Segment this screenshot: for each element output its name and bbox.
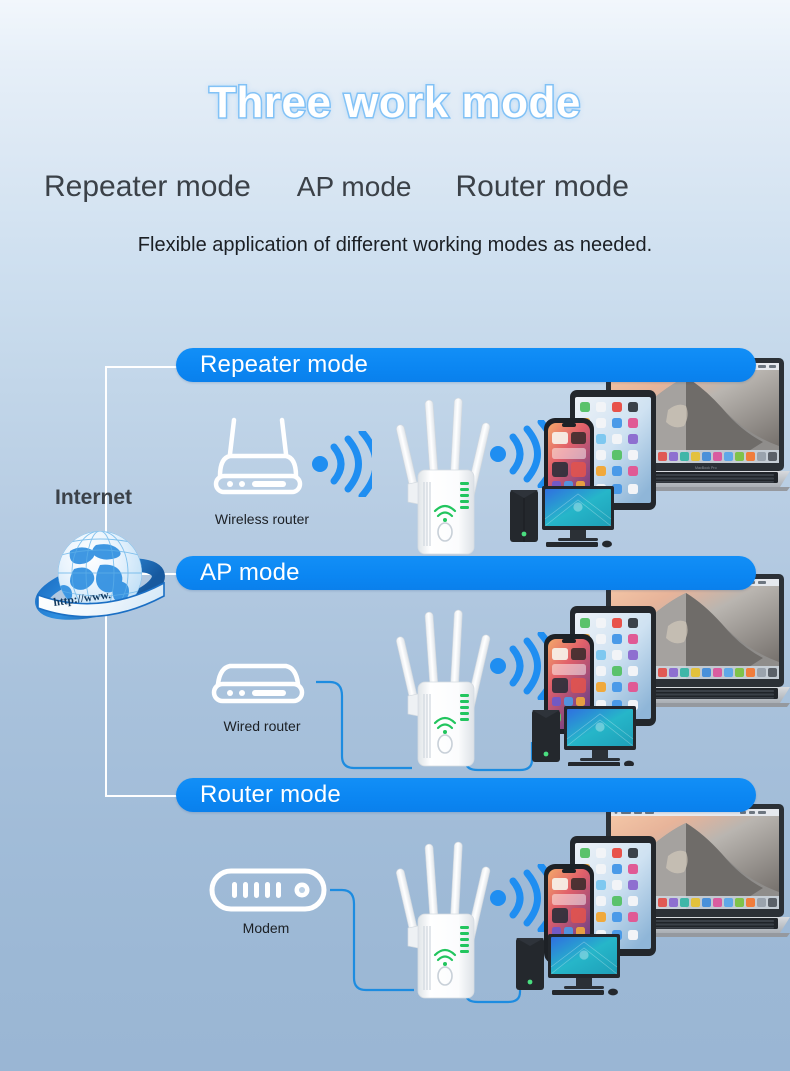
bracket-branch-repeater bbox=[105, 366, 185, 368]
wifi-range-extender-icon-router bbox=[392, 840, 496, 1005]
wifi-signal-icon-source bbox=[312, 428, 380, 502]
wired-router-icon bbox=[200, 652, 316, 717]
wireless-router-label: Wireless router bbox=[214, 511, 310, 527]
modem-icon bbox=[208, 866, 328, 919]
section-router-mode: Router mode Modem bbox=[0, 778, 790, 1043]
client-device-cluster-repeater: MacBook Pro bbox=[508, 350, 790, 555]
desktop-pc-device bbox=[516, 934, 620, 996]
section-repeater-mode: Repeater mode Wireless router bbox=[0, 348, 790, 555]
modem-label: Modem bbox=[242, 920, 290, 936]
mode-word-list: Repeater mode AP mode Router mode bbox=[44, 170, 746, 204]
bracket-branch-router bbox=[105, 795, 185, 797]
bracket-branch-ap bbox=[105, 573, 185, 575]
cable-modem-to-extender bbox=[330, 888, 414, 992]
banner-router-mode[interactable]: Router mode bbox=[176, 778, 756, 812]
page-title: Three work mode bbox=[208, 77, 582, 129]
desktop-pc-device bbox=[532, 706, 636, 768]
globe-internet-icon: http://www. bbox=[34, 523, 170, 633]
client-device-cluster-ap bbox=[508, 566, 790, 771]
banner-repeater-mode[interactable]: Repeater mode bbox=[176, 348, 756, 382]
wifi-range-extender-icon-repeater bbox=[392, 396, 496, 561]
banner-label: Repeater mode bbox=[200, 351, 369, 378]
wifi-range-extender-icon-ap bbox=[392, 608, 496, 773]
wireless-router-icon bbox=[202, 414, 314, 511]
cable-wired-router-to-extender bbox=[316, 680, 412, 770]
internet-label: Internet bbox=[55, 486, 133, 509]
banner-label: Router mode bbox=[200, 781, 341, 808]
mode-word-ap: AP mode bbox=[296, 171, 412, 202]
client-device-cluster-router bbox=[508, 796, 790, 1001]
svg-text:MacBook Pro: MacBook Pro bbox=[695, 466, 717, 470]
banner-ap-mode[interactable]: AP mode bbox=[176, 556, 756, 590]
page-subtitle: Flexible application of different workin… bbox=[137, 234, 653, 256]
desktop-pc-device bbox=[510, 486, 614, 548]
wired-router-label: Wired router bbox=[223, 718, 301, 734]
mode-word-repeater: Repeater mode bbox=[44, 170, 251, 203]
mode-word-router: Router mode bbox=[455, 170, 629, 203]
section-ap-mode: AP mode Wired router bbox=[0, 556, 790, 774]
banner-label: AP mode bbox=[200, 559, 300, 586]
